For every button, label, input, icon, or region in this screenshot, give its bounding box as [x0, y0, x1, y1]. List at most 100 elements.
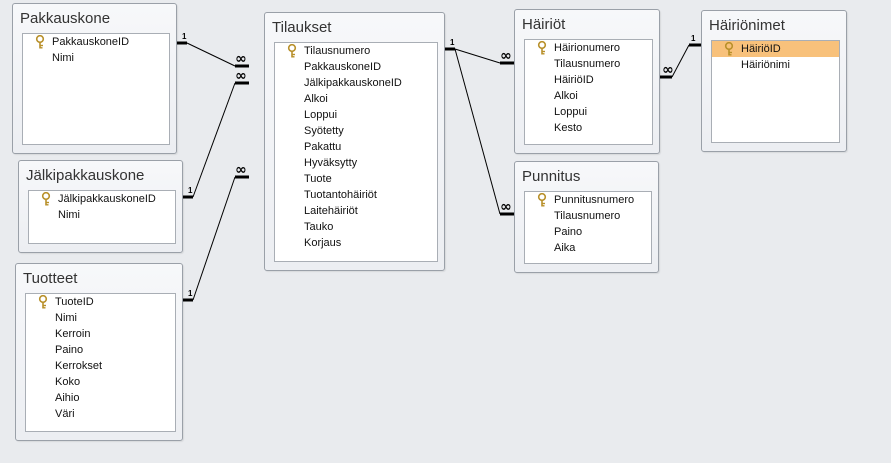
field-row[interactable]: PakkauskoneID	[275, 59, 437, 75]
field-row[interactable]: Kerroin	[26, 326, 175, 342]
field-row[interactable]: Laitehäiriöt	[275, 203, 437, 219]
field-name: Häirionumero	[554, 42, 621, 54]
field-row[interactable]: Punnitusnumero	[525, 192, 651, 208]
relationship-hairionimet-hairiot[interactable]	[658, 43, 701, 79]
table-title[interactable]: Pakkauskone	[20, 10, 111, 27]
field-row[interactable]: Aihio	[26, 390, 175, 406]
field-row[interactable]: Loppui	[525, 104, 652, 120]
many-cardinality-label: ∞	[235, 51, 247, 67]
field-row[interactable]: Tilausnumero	[275, 43, 437, 59]
primary-key-icon	[537, 192, 547, 207]
field-row[interactable]: Kerrokset	[26, 358, 175, 374]
field-row[interactable]: TuoteID	[26, 294, 175, 310]
relationship-tilaukset-hairiot[interactable]	[443, 47, 514, 65]
many-cardinality-label: ∞	[235, 68, 247, 84]
field-row[interactable]: Häiriönimi	[712, 57, 839, 73]
relationship-tuotteet-tilaukset[interactable]	[181, 175, 249, 302]
many-cardinality-label: ∞	[500, 48, 512, 64]
table-title[interactable]: Punnitus	[522, 168, 581, 185]
field-name: Kerroin	[55, 328, 91, 340]
table-title[interactable]: Häiriöt	[522, 16, 566, 33]
primary-key-icon	[41, 191, 51, 206]
field-row[interactable]: Nimi	[26, 310, 175, 326]
field-name: Punnitusnumero	[554, 194, 635, 206]
field-name: HäiriöID	[554, 74, 594, 86]
field-name: JälkipakkauskoneID	[304, 77, 402, 89]
field-name: Laitehäiriöt	[304, 205, 358, 217]
field-name: Koko	[55, 376, 81, 388]
field-name: Häiriönimi	[741, 59, 790, 71]
table-title[interactable]: Jälkipakkauskone	[26, 167, 145, 184]
field-name: Tilausnumero	[304, 45, 371, 57]
relationship-tilaukset-punnitus[interactable]	[443, 47, 514, 216]
field-row[interactable]: Häirionumero	[525, 40, 652, 56]
field-row[interactable]: Paino	[26, 342, 175, 358]
relationship-pakkauskone-tilaukset[interactable]	[175, 41, 249, 68]
field-list[interactable]: PakkauskoneID Nimi	[22, 33, 170, 145]
field-row[interactable]: Loppui	[275, 107, 437, 123]
field-row[interactable]: Aika	[525, 240, 651, 256]
field-name: PakkauskoneID	[304, 61, 382, 73]
field-row[interactable]: Hyväksytty	[275, 155, 437, 171]
field-row[interactable]: Tilausnumero	[525, 208, 651, 224]
one-cardinality-label: 1	[691, 34, 696, 43]
field-name: Paino	[554, 226, 583, 238]
table-title[interactable]: Häiriönimet	[709, 17, 785, 34]
field-row[interactable]: HäiriöID	[712, 41, 839, 57]
table-title[interactable]: Tilaukset	[272, 19, 332, 36]
field-row[interactable]: Koko	[26, 374, 175, 390]
field-row[interactable]: PakkauskoneID	[23, 34, 169, 50]
field-row[interactable]: Kesto	[525, 120, 652, 136]
field-name: Kerrokset	[55, 360, 103, 372]
field-name: Pakattu	[304, 141, 342, 153]
field-name: Kesto	[554, 122, 583, 134]
field-row[interactable]: Alkoi	[275, 91, 437, 107]
field-list[interactable]: HäiriöID Häiriönimi	[711, 40, 840, 143]
field-row[interactable]: Nimi	[29, 207, 175, 223]
primary-key-icon	[35, 34, 45, 49]
one-cardinality-label: 1	[188, 289, 193, 298]
field-list[interactable]: JälkipakkauskoneID Nimi	[28, 190, 176, 244]
field-row[interactable]: Korjaus	[275, 235, 437, 251]
field-row[interactable]: JälkipakkauskoneID	[275, 75, 437, 91]
field-row[interactable]: Nimi	[23, 50, 169, 66]
field-row[interactable]: Tauko	[275, 219, 437, 235]
field-row[interactable]: Alkoi	[525, 88, 652, 104]
field-row[interactable]: Väri	[26, 406, 175, 422]
field-row[interactable]: JälkipakkauskoneID	[29, 191, 175, 207]
primary-key-icon	[38, 294, 48, 309]
field-name: Aihio	[55, 392, 80, 404]
field-row[interactable]: Tuote	[275, 171, 437, 187]
field-name: Nimi	[55, 312, 77, 324]
field-name: Tilausnumero	[554, 58, 621, 70]
field-row[interactable]: Paino	[525, 224, 651, 240]
many-cardinality-label: ∞	[235, 162, 247, 178]
field-name: TuoteID	[55, 296, 94, 308]
field-row[interactable]: HäiriöID	[525, 72, 652, 88]
field-name: Tuotantohäiriöt	[304, 189, 377, 201]
field-name: PakkauskoneID	[52, 36, 130, 48]
field-row[interactable]: Syötetty	[275, 123, 437, 139]
table-title[interactable]: Tuotteet	[23, 270, 78, 287]
field-name: Loppui	[554, 106, 588, 118]
field-name: Tilausnumero	[554, 210, 621, 222]
relationship-jalkipakkauskone-tilaukset[interactable]	[181, 81, 249, 199]
field-name: Alkoi	[304, 93, 328, 105]
field-name: Paino	[55, 344, 84, 356]
field-row[interactable]: Tilausnumero	[525, 56, 652, 72]
field-row[interactable]: Pakattu	[275, 139, 437, 155]
field-name: JälkipakkauskoneID	[58, 193, 156, 205]
field-row[interactable]: Tuotantohäiriöt	[275, 187, 437, 203]
